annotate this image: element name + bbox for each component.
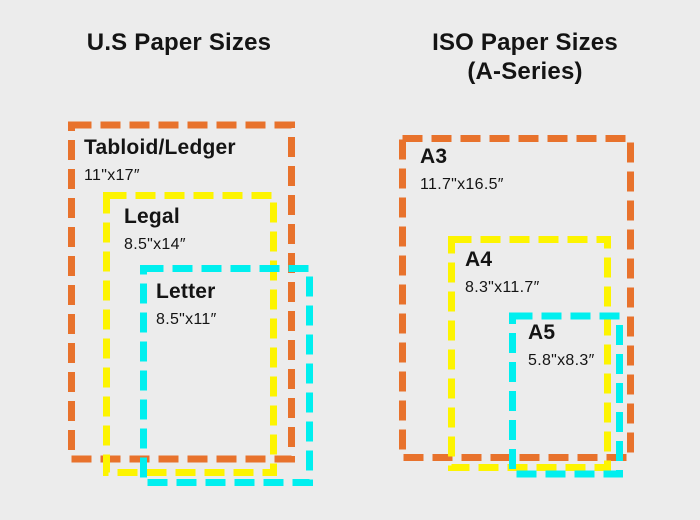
size-dimensions: 11.7"x16.5″ bbox=[420, 176, 504, 193]
size-name: Tabloid/Ledger bbox=[84, 136, 236, 159]
us-tabloid-ledger-label: Tabloid/Ledger 11"x17″ bbox=[84, 136, 236, 185]
iso-a3-label: A3 11.7"x16.5″ bbox=[420, 145, 504, 194]
size-name: Legal bbox=[124, 205, 180, 228]
us-group-title: U.S Paper Sizes bbox=[86, 29, 272, 56]
iso-a5-rect bbox=[509, 312, 623, 478]
iso-a5-label: A5 5.8"x8.3″ bbox=[528, 321, 595, 370]
size-name: A4 bbox=[465, 248, 493, 271]
us-legal-label: Legal 8.5"x14″ bbox=[124, 205, 186, 254]
size-name: A3 bbox=[420, 145, 448, 168]
iso-title-line1: ISO Paper Sizes bbox=[432, 29, 618, 56]
size-dimensions: 8.3"x11.7″ bbox=[465, 279, 540, 296]
iso-title-line2: (A-Series) bbox=[467, 58, 583, 85]
size-dimensions: 8.5"x11″ bbox=[156, 311, 217, 328]
size-dimensions: 11"x17″ bbox=[84, 167, 140, 184]
size-name: Letter bbox=[156, 280, 216, 303]
us-letter-rect bbox=[140, 265, 313, 486]
us-legal-rect bbox=[103, 192, 277, 476]
size-dimensions: 5.8"x8.3″ bbox=[528, 352, 595, 369]
iso-a4-rect bbox=[448, 236, 611, 471]
iso-a4-label: A4 8.3"x11.7″ bbox=[465, 248, 540, 297]
size-dimensions: 8.5"x14″ bbox=[124, 236, 186, 253]
iso-group-title: ISO Paper Sizes (A-Series) bbox=[405, 28, 645, 86]
us-letter-label: Letter 8.5"x11″ bbox=[156, 280, 217, 329]
iso-a3-rect bbox=[399, 135, 634, 461]
us-tabloid-ledger-rect bbox=[68, 121, 295, 463]
size-name: A5 bbox=[528, 321, 556, 344]
